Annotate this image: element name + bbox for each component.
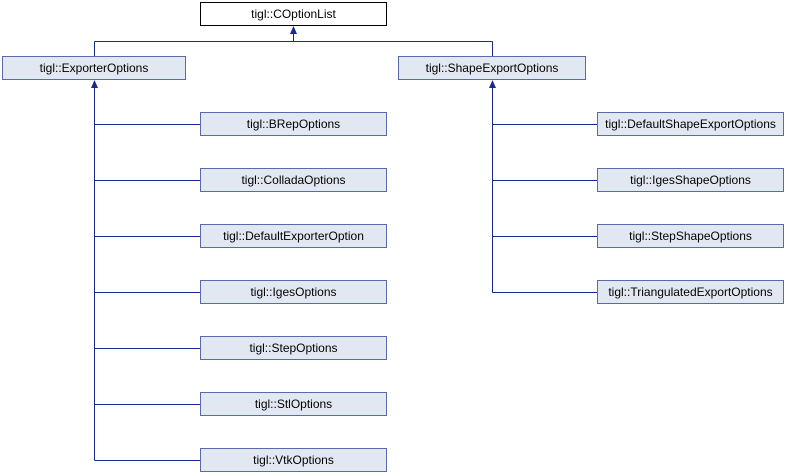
node-exporteroptions[interactable]: tigl::ExporterOptions <box>2 56 186 80</box>
node-triangulatedexportoptions[interactable]: tigl::TriangulatedExportOptions <box>597 280 784 304</box>
node-stepshapeoptions[interactable]: tigl::StepShapeOptions <box>597 224 784 248</box>
node-defaultexporteroption[interactable]: tigl::DefaultExporterOption <box>200 224 387 248</box>
node-coptionlist[interactable]: tigl::COptionList <box>200 2 387 26</box>
node-shapeexportoptions[interactable]: tigl::ShapeExportOptions <box>398 56 586 80</box>
node-defaultshapeexportoptions[interactable]: tigl::DefaultShapeExportOptions <box>597 112 784 136</box>
node-brepoptions[interactable]: tigl::BRepOptions <box>200 112 387 136</box>
node-igesoptions[interactable]: tigl::IgesOptions <box>200 280 387 304</box>
node-vtkoptions[interactable]: tigl::VtkOptions <box>200 448 387 472</box>
arrow-to-shapeexportoptions <box>489 80 496 88</box>
node-colladaoptions[interactable]: tigl::ColladaOptions <box>200 168 387 192</box>
arrow-to-exporteroptions <box>91 80 98 88</box>
node-igesshapeoptions[interactable]: tigl::IgesShapeOptions <box>597 168 784 192</box>
node-stloptions[interactable]: tigl::StlOptions <box>200 392 387 416</box>
arrow-to-coptionlist <box>290 26 297 34</box>
node-stepoptions[interactable]: tigl::StepOptions <box>200 336 387 360</box>
